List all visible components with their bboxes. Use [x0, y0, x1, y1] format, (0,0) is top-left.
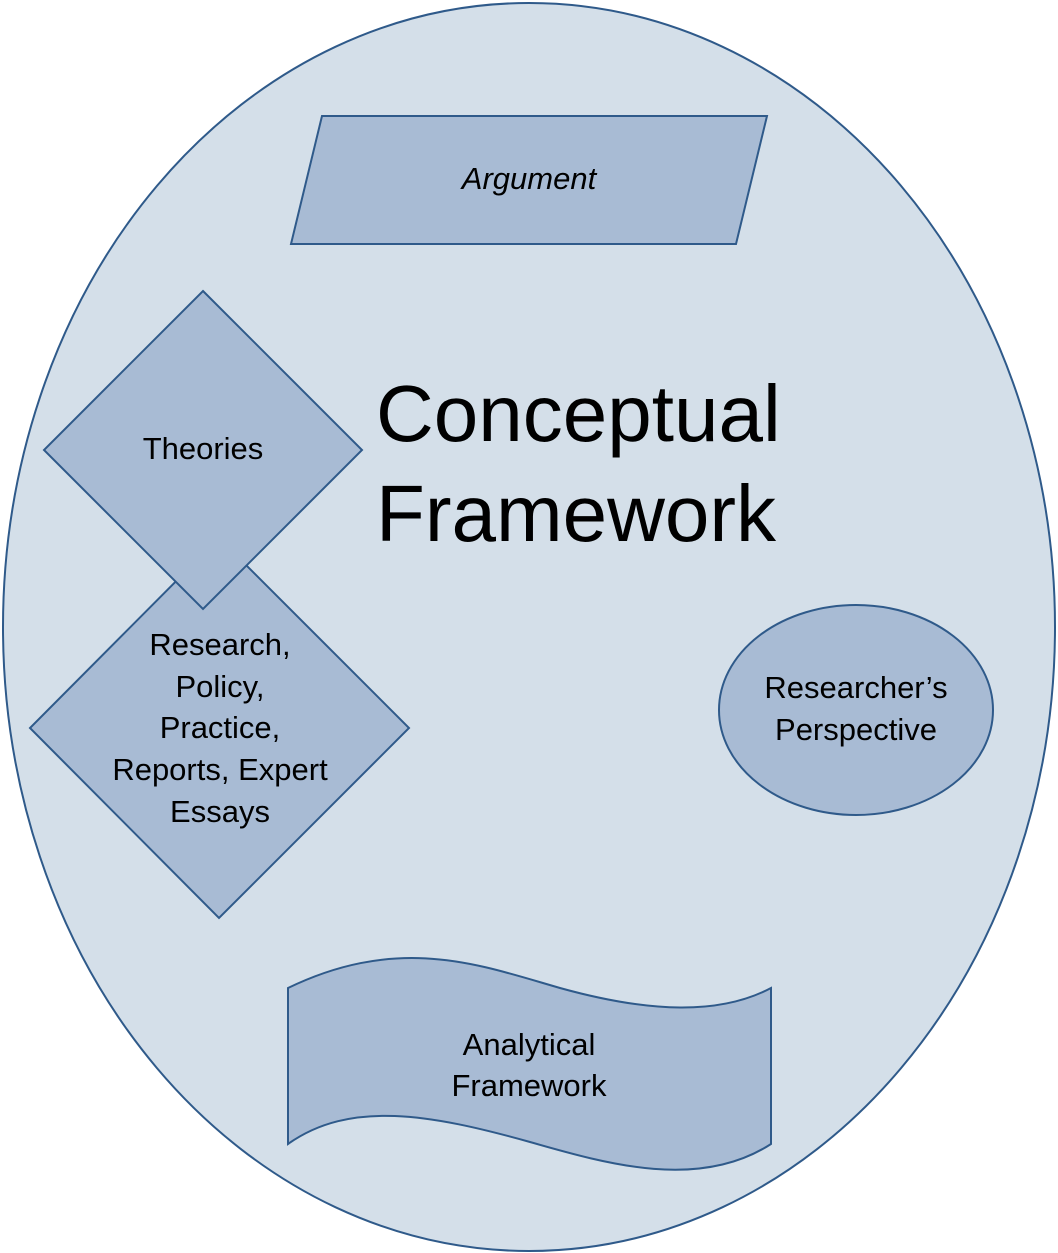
theories-diamond — [42, 289, 364, 611]
research-label-line: Reports, Expert — [112, 752, 328, 787]
argument-parallelogram — [289, 115, 769, 245]
research-label-line: Policy, — [175, 669, 264, 704]
perspective-label-line: Researcher’s — [764, 670, 947, 705]
research-label: Research, Policy, Practice, Reports, Exp… — [112, 627, 328, 829]
theories-label: Theories — [143, 431, 264, 466]
analytical-label-line: Framework — [451, 1068, 607, 1103]
main-title-line2: Framework — [376, 469, 777, 558]
analytical-label-line: Analytical — [463, 1027, 596, 1062]
research-diamond — [28, 536, 411, 920]
perspective-ellipse — [718, 604, 994, 816]
perspective-label-line: Perspective — [775, 712, 937, 747]
argument-label: Argument — [460, 161, 598, 196]
research-label-line: Essays — [170, 794, 270, 829]
research-label-line: Practice, — [160, 710, 281, 745]
research-label-line: Research, — [149, 627, 290, 662]
main-title-line1: Conceptual — [376, 369, 781, 458]
analytical-document-shape — [287, 957, 772, 1171]
